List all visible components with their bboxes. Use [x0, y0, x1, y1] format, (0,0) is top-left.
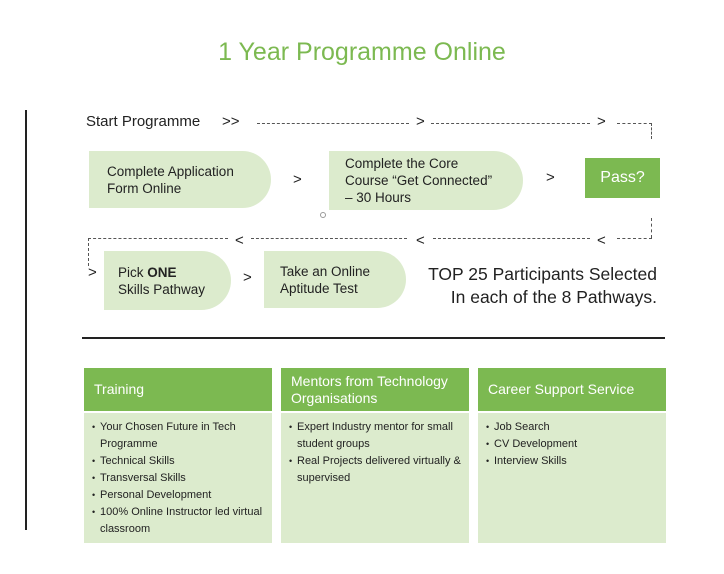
dashed-connector — [251, 238, 407, 239]
chevron-right-icon: > — [546, 169, 555, 186]
column-heading: Career Support Service — [478, 368, 666, 411]
step-pick-pathway: Pick ONE Skills Pathway — [104, 251, 231, 310]
dashed-connector — [257, 123, 409, 124]
double-chevron-right-icon: >> — [222, 113, 240, 130]
step-text-line: Aptitude Test — [280, 280, 358, 296]
dashed-connector — [431, 123, 590, 124]
dashed-connector — [617, 123, 652, 124]
column-heading: Training — [84, 368, 272, 411]
step-text-line: Take an Online — [280, 263, 371, 279]
page-title: 1 Year Programme Online — [218, 38, 506, 66]
dashed-connector — [651, 218, 652, 238]
list-item: Expert Industry mentor for small student… — [289, 419, 461, 453]
column-career-support: Career Support Service Job Search CV Dev… — [478, 368, 666, 543]
result-line: In each of the 8 Pathways. — [450, 287, 657, 307]
step-text-line: Pick ONE — [118, 264, 231, 281]
column-body: Job Search CV Development Interview Skil… — [478, 413, 666, 543]
step-text-fragment: Pick — [118, 264, 148, 280]
step-text-line: Complete the Core — [345, 156, 459, 171]
dashed-connector — [88, 238, 89, 266]
list-item: Transversal Skills — [92, 470, 264, 487]
dashed-connector — [433, 238, 590, 239]
step-text-line: – 30 Hours — [345, 190, 412, 205]
dashed-connector — [617, 238, 652, 239]
left-vertical-rule — [25, 110, 27, 530]
step-core-course: Complete the Core Course “Get Connected”… — [329, 151, 523, 210]
result-line: TOP 25 Participants Selected — [428, 264, 657, 284]
section-divider — [82, 337, 665, 339]
dashed-connector — [88, 238, 228, 239]
chevron-right-icon: > — [88, 264, 97, 281]
column-body: Expert Industry mentor for small student… — [281, 413, 469, 543]
small-circle-marker — [320, 212, 326, 218]
chevron-left-icon: < — [416, 232, 425, 249]
column-heading: Mentors from Technology Organisations — [281, 368, 469, 411]
step-aptitude-test: Take an Online Aptitude Test — [264, 251, 406, 308]
step-text-line: Complete Application — [107, 163, 234, 179]
chevron-right-icon: > — [597, 113, 606, 130]
step-text-line: Course “Get Connected” — [345, 173, 493, 188]
list-item: Interview Skills — [486, 453, 658, 470]
column-training: Training Your Chosen Future in Tech Prog… — [84, 368, 272, 543]
list-item: Your Chosen Future in Tech Programme — [92, 419, 264, 453]
chevron-right-icon: > — [293, 171, 302, 188]
list-item: Technical Skills — [92, 453, 264, 470]
chevron-right-icon: > — [416, 113, 425, 130]
pass-decision-box: Pass? — [585, 158, 660, 198]
list-item: Real Projects delivered virtually & supe… — [289, 453, 461, 487]
step-application-form: Complete Application Form Online — [89, 151, 271, 208]
chevron-left-icon: < — [597, 232, 606, 249]
column-body: Your Chosen Future in Tech Programme Tec… — [84, 413, 272, 543]
list-item: CV Development — [486, 436, 658, 453]
list-item: 100% Online Instructor led virtual class… — [92, 504, 264, 538]
chevron-left-icon: < — [235, 232, 244, 249]
step-text-line: Form Online — [107, 180, 182, 196]
list-item: Job Search — [486, 419, 658, 436]
chevron-right-icon: > — [243, 269, 252, 286]
step-text-line: Skills Pathway — [118, 281, 206, 297]
dashed-connector — [651, 123, 652, 139]
column-mentors: Mentors from Technology Organisations Ex… — [281, 368, 469, 543]
step-text-emphasis: ONE — [147, 264, 177, 280]
selection-result-text: TOP 25 Participants Selected In each of … — [410, 263, 657, 309]
start-programme-label: Start Programme — [86, 113, 201, 130]
list-item: Personal Development — [92, 487, 264, 504]
